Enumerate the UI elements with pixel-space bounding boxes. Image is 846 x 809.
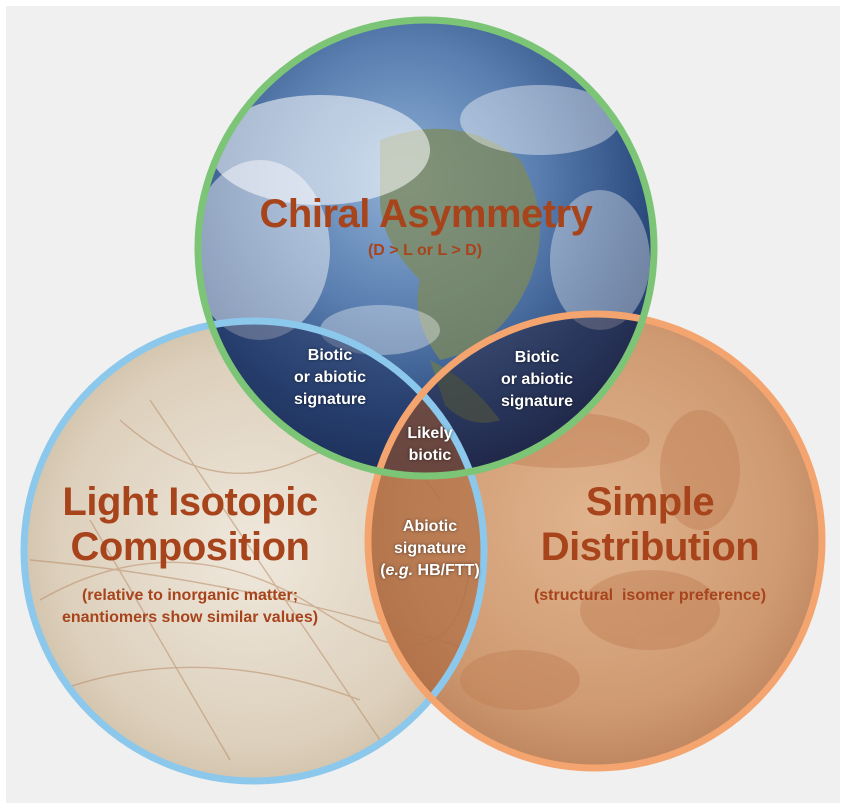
simple-distribution-title-line2: Distribution xyxy=(540,524,760,569)
overlap-top-left-line2: or abiotic xyxy=(293,369,366,387)
chiral-asymmetry-title: Chiral Asymmetry xyxy=(259,192,593,236)
overlap-top-left-line3: signature xyxy=(293,391,366,409)
light-isotopic-subtitle: (relative to inorganic matter; enantiome… xyxy=(35,585,345,630)
overlap-top-left-label: Biotic or abiotic signature xyxy=(275,345,385,411)
earth-features xyxy=(198,85,650,423)
mars-ring xyxy=(364,310,826,772)
abiotic-example-eg: e.g. xyxy=(385,562,414,580)
abiotic-example-text: HB/FTT) xyxy=(413,562,480,580)
overlap-center-line1: Likely xyxy=(407,425,453,442)
overlap-left-right-label: Abiotic signature (e.g. HB/FTT) xyxy=(370,516,490,582)
overlap-left-right-line1: Abiotic xyxy=(402,518,458,535)
overlap-shading-top xyxy=(198,314,654,476)
simple-distribution-title: Simple Distribution xyxy=(500,480,800,570)
light-isotopic-title: Light Isotopic Composition xyxy=(40,480,340,570)
overlap-top-right-line1: Biotic xyxy=(514,349,560,366)
chiral-asymmetry-subtitle: (D > L or L > D) xyxy=(367,242,483,259)
overlap-top-right-line2: or abiotic xyxy=(500,371,573,389)
light-isotopic-title-line1: Light Isotopic xyxy=(62,480,318,524)
light-isotopic-subtitle-line2: enantiomers show similar values) xyxy=(61,609,319,627)
abiotic-example-open: ( xyxy=(380,562,386,580)
light-isotopic-title-line2: Composition xyxy=(70,524,310,569)
overlap-top-left-line1: Biotic xyxy=(307,347,353,364)
earth-ring xyxy=(194,16,658,480)
overlap-top-right-line3: signature xyxy=(500,393,573,411)
simple-distribution-title-line1: Simple xyxy=(585,480,715,524)
europa-ring xyxy=(20,317,488,785)
overlap-top-right-label: Biotic or abiotic signature xyxy=(482,347,592,413)
overlap-center-line2: biotic xyxy=(408,447,452,465)
light-isotopic-subtitle-line1: (relative to inorganic matter; xyxy=(81,587,299,604)
overlap-center-label: Likely biotic xyxy=(380,423,480,467)
overlap-left-right-line3: (e.g. HB/FTT) xyxy=(370,560,490,582)
simple-distribution-subtitle: (structural isomer preference) xyxy=(533,587,767,604)
overlap-left-right-line2: signature xyxy=(393,540,466,558)
